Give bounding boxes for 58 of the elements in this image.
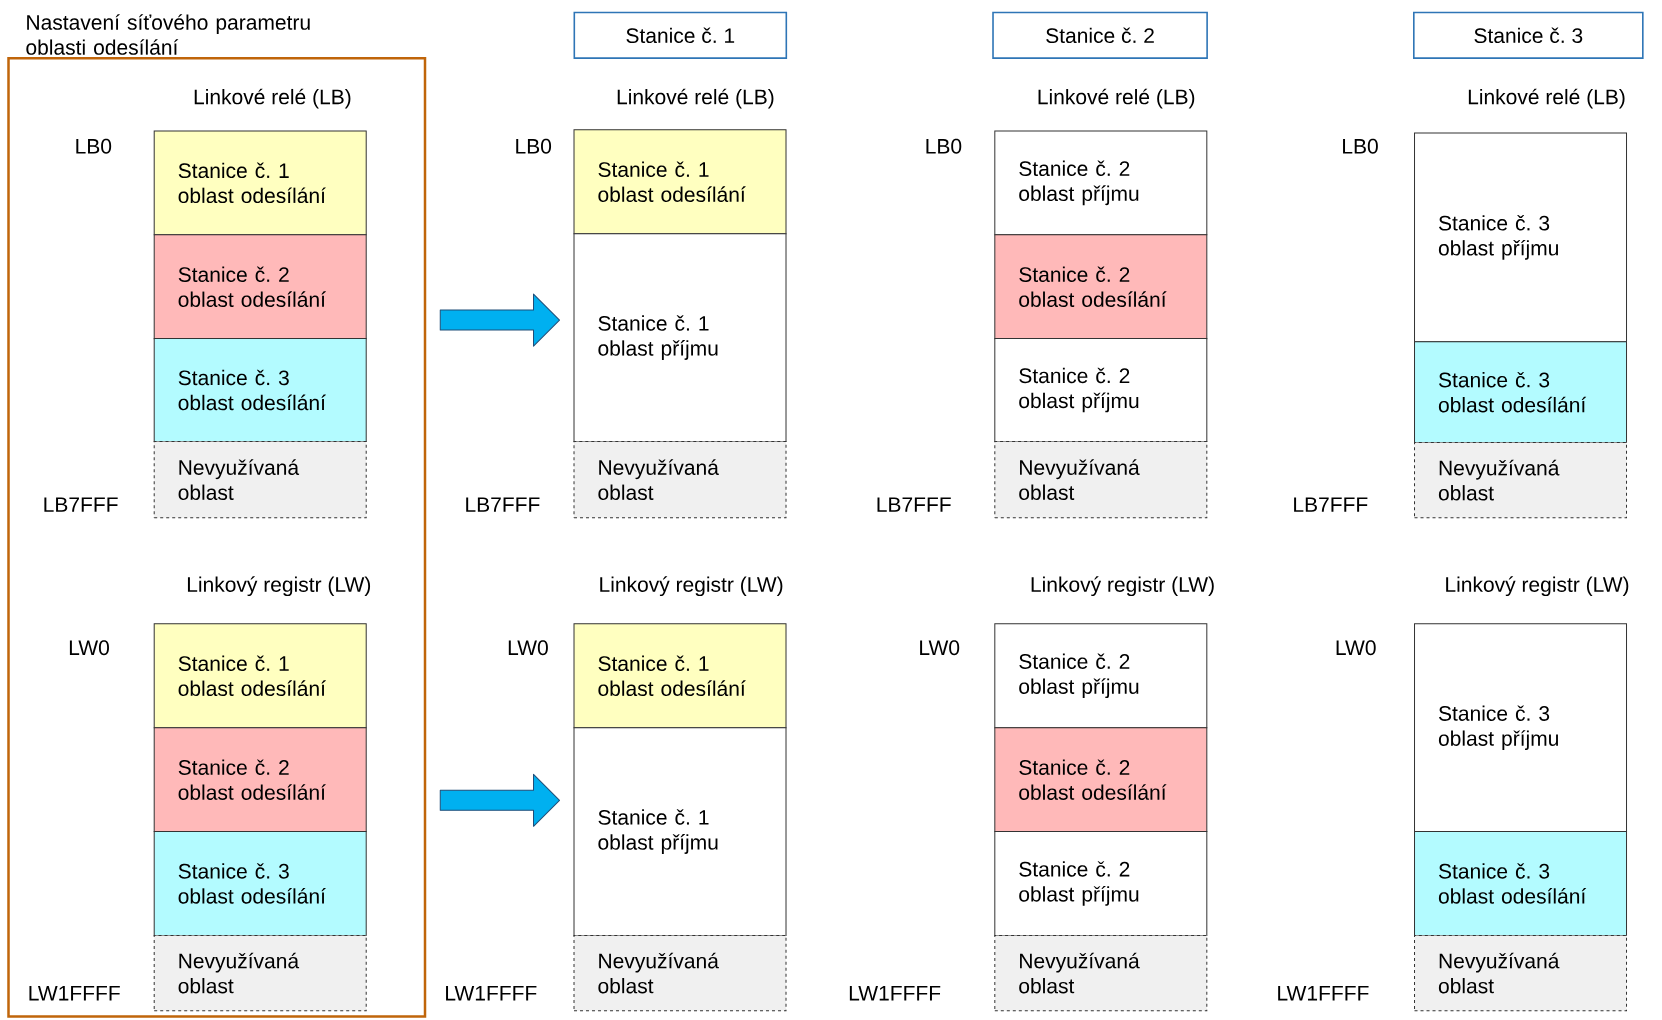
address-label: LW0 bbox=[1336, 640, 1376, 656]
unused-area-cell: Nevyužívaná oblast bbox=[994, 934, 1208, 1012]
address-label: LW1FFFF bbox=[29, 986, 120, 1001]
memory-cell: Stanice č. 2 oblast odesílání bbox=[994, 234, 1208, 340]
memory-cell: Stanice č. 2 oblast odesílání bbox=[153, 727, 367, 833]
address-label: LB0 bbox=[516, 138, 552, 154]
column-heading: Linkový registr (LW) bbox=[187, 576, 371, 597]
unused-area-cell: Nevyužívaná oblast bbox=[1414, 442, 1627, 519]
address-label: LB7FFF bbox=[877, 497, 951, 512]
memory-cell: Stanice č. 2 oblast příjmu bbox=[994, 623, 1208, 729]
memory-cell: Stanice č. 1 oblast příjmu bbox=[573, 233, 787, 442]
block-arrow bbox=[439, 773, 560, 827]
memory-cell: Stanice č. 2 oblast příjmu bbox=[994, 338, 1208, 442]
station-heading-box: Stanice č. 3 bbox=[1413, 11, 1644, 59]
address-label: LB0 bbox=[1343, 138, 1378, 154]
column-heading: Linkové relé (LB) bbox=[1038, 88, 1195, 109]
address-label: LW0 bbox=[508, 640, 548, 656]
memory-cell: Stanice č. 1 oblast odesílání bbox=[153, 130, 367, 236]
memory-cell: Stanice č. 1 oblast odesílání bbox=[153, 623, 367, 729]
address-label: LB0 bbox=[76, 138, 112, 154]
column-heading: Linkové relé (LB) bbox=[617, 88, 774, 109]
memory-cell: Stanice č. 2 oblast příjmu bbox=[994, 130, 1208, 236]
station-heading-box: Stanice č. 1 bbox=[573, 11, 788, 59]
unused-area-cell: Nevyužívaná oblast bbox=[994, 441, 1208, 519]
memory-cell: Stanice č. 3 oblast odesílání bbox=[153, 338, 367, 442]
address-label: LW1FFFF bbox=[446, 986, 537, 1001]
column-heading: Linkový registr (LW) bbox=[1031, 576, 1214, 597]
station-heading-box: Stanice č. 2 bbox=[992, 11, 1208, 59]
memory-cell: Stanice č. 1 oblast odesílání bbox=[573, 129, 787, 235]
address-label: LW0 bbox=[69, 640, 109, 656]
memory-cell: Stanice č. 3 oblast příjmu bbox=[1414, 132, 1627, 343]
memory-cell: Stanice č. 1 oblast odesílání bbox=[573, 623, 787, 729]
address-label: LB7FFF bbox=[466, 497, 540, 512]
unused-area-cell: Nevyužívaná oblast bbox=[1414, 934, 1627, 1012]
column-heading: Linkové relé (LB) bbox=[194, 88, 351, 109]
address-label: LW1FFFF bbox=[849, 986, 941, 1001]
unused-area-cell: Nevyužívaná oblast bbox=[573, 441, 787, 519]
address-label: LW0 bbox=[920, 640, 960, 656]
unused-area-cell: Nevyužívaná oblast bbox=[573, 934, 787, 1012]
address-label: LB0 bbox=[926, 138, 962, 154]
column-heading: Linkový registr (LW) bbox=[1446, 576, 1629, 597]
unused-area-cell: Nevyužívaná oblast bbox=[153, 441, 367, 519]
column-heading: Linkový registr (LW) bbox=[600, 576, 783, 597]
memory-cell: Stanice č. 2 oblast odesílání bbox=[994, 727, 1208, 833]
address-label: LW1FFFF bbox=[1278, 986, 1369, 1001]
column-heading: Linkové relé (LB) bbox=[1468, 88, 1625, 109]
memory-cell: Stanice č. 3 oblast příjmu bbox=[1414, 623, 1627, 833]
memory-cell: Stanice č. 2 oblast odesílání bbox=[153, 234, 367, 340]
block-arrow bbox=[439, 293, 560, 347]
memory-cell: Stanice č. 1 oblast příjmu bbox=[573, 727, 787, 936]
address-label: LB7FFF bbox=[44, 497, 118, 512]
address-label: LB7FFF bbox=[1294, 497, 1368, 512]
unused-area-cell: Nevyužívaná oblast bbox=[153, 934, 367, 1012]
memory-cell: Stanice č. 3 oblast odesílání bbox=[153, 831, 367, 936]
memory-cell: Stanice č. 3 oblast odesílání bbox=[1414, 341, 1627, 443]
memory-cell: Stanice č. 3 oblast odesílání bbox=[1414, 831, 1627, 936]
node-label: Nastavení síťového parametru oblasti odesílání bbox=[26, 14, 310, 55]
memory-cell: Stanice č. 2 oblast příjmu bbox=[994, 831, 1208, 936]
